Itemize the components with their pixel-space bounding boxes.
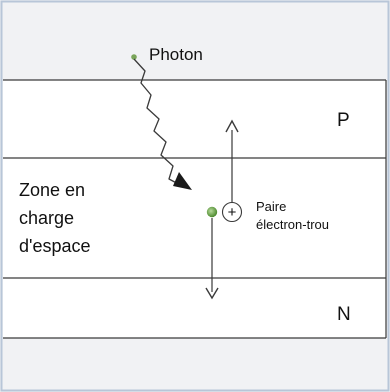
space-charge-zone-label: Zone en charge d'espace (19, 180, 91, 256)
n-region-label: N (337, 304, 351, 325)
electron (206, 206, 218, 218)
space-charge-zone-line-1: Zone en (19, 180, 85, 200)
hole-drift-arrowhead (225, 119, 239, 133)
pair-label-line-1: Paire (256, 199, 286, 214)
diagram-area (3, 80, 386, 338)
photon-label: Photon (149, 45, 203, 64)
hole-plus-sign: + (228, 204, 237, 221)
photon-path (133, 58, 185, 188)
space-charge-zone-line-2: charge (19, 208, 74, 228)
photon-arrowhead (173, 172, 192, 190)
hole (221, 201, 243, 223)
electron-hole-pair-label: Paire électron-trou (256, 199, 329, 232)
electron-drift-arrowhead (205, 287, 219, 300)
pair-label-line-2: électron-trou (256, 217, 329, 232)
photon-dot (131, 54, 137, 60)
space-charge-zone-line-3: d'espace (19, 236, 91, 256)
p-region-label: P (337, 110, 350, 131)
